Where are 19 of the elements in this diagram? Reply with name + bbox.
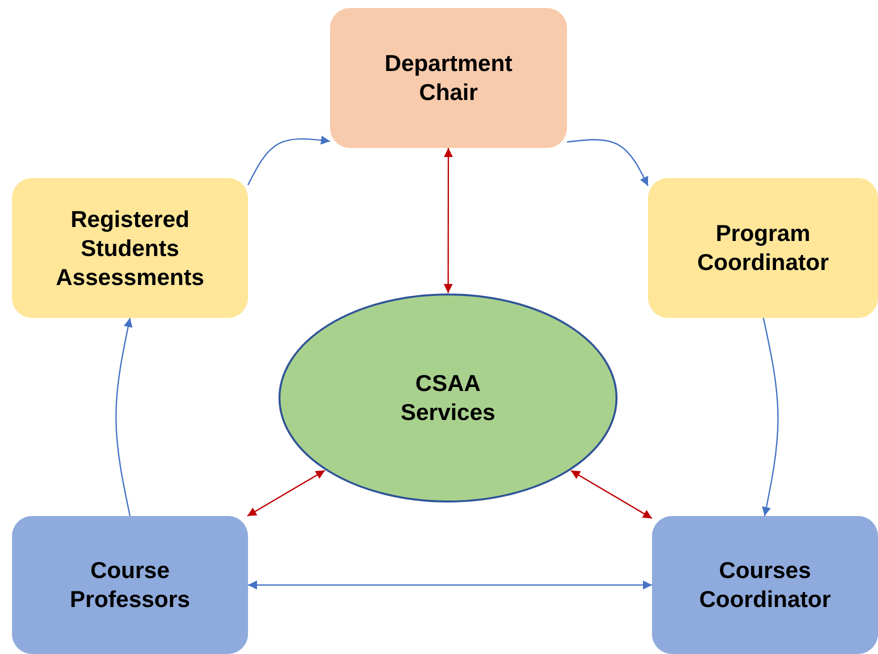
process-box xyxy=(652,516,878,654)
process-box xyxy=(12,516,248,654)
arrow xyxy=(247,136,330,186)
process-box xyxy=(12,178,248,318)
arrow xyxy=(248,580,652,590)
arrow xyxy=(444,148,453,293)
node-label: CSAA Services xyxy=(400,369,496,427)
arrow xyxy=(566,139,649,186)
node-label: Registered Students Assessments xyxy=(54,204,206,292)
process-box xyxy=(648,178,878,318)
arrow xyxy=(115,318,133,516)
arrow xyxy=(762,318,779,516)
arrow xyxy=(247,470,326,517)
process-box xyxy=(330,8,567,148)
node-label: Program Coordinator xyxy=(696,219,830,277)
node-label: Department Chair xyxy=(384,49,514,107)
node-label: Course Professors xyxy=(68,556,192,614)
node-label: Courses Coordinator xyxy=(698,556,832,614)
arrow xyxy=(570,470,652,519)
